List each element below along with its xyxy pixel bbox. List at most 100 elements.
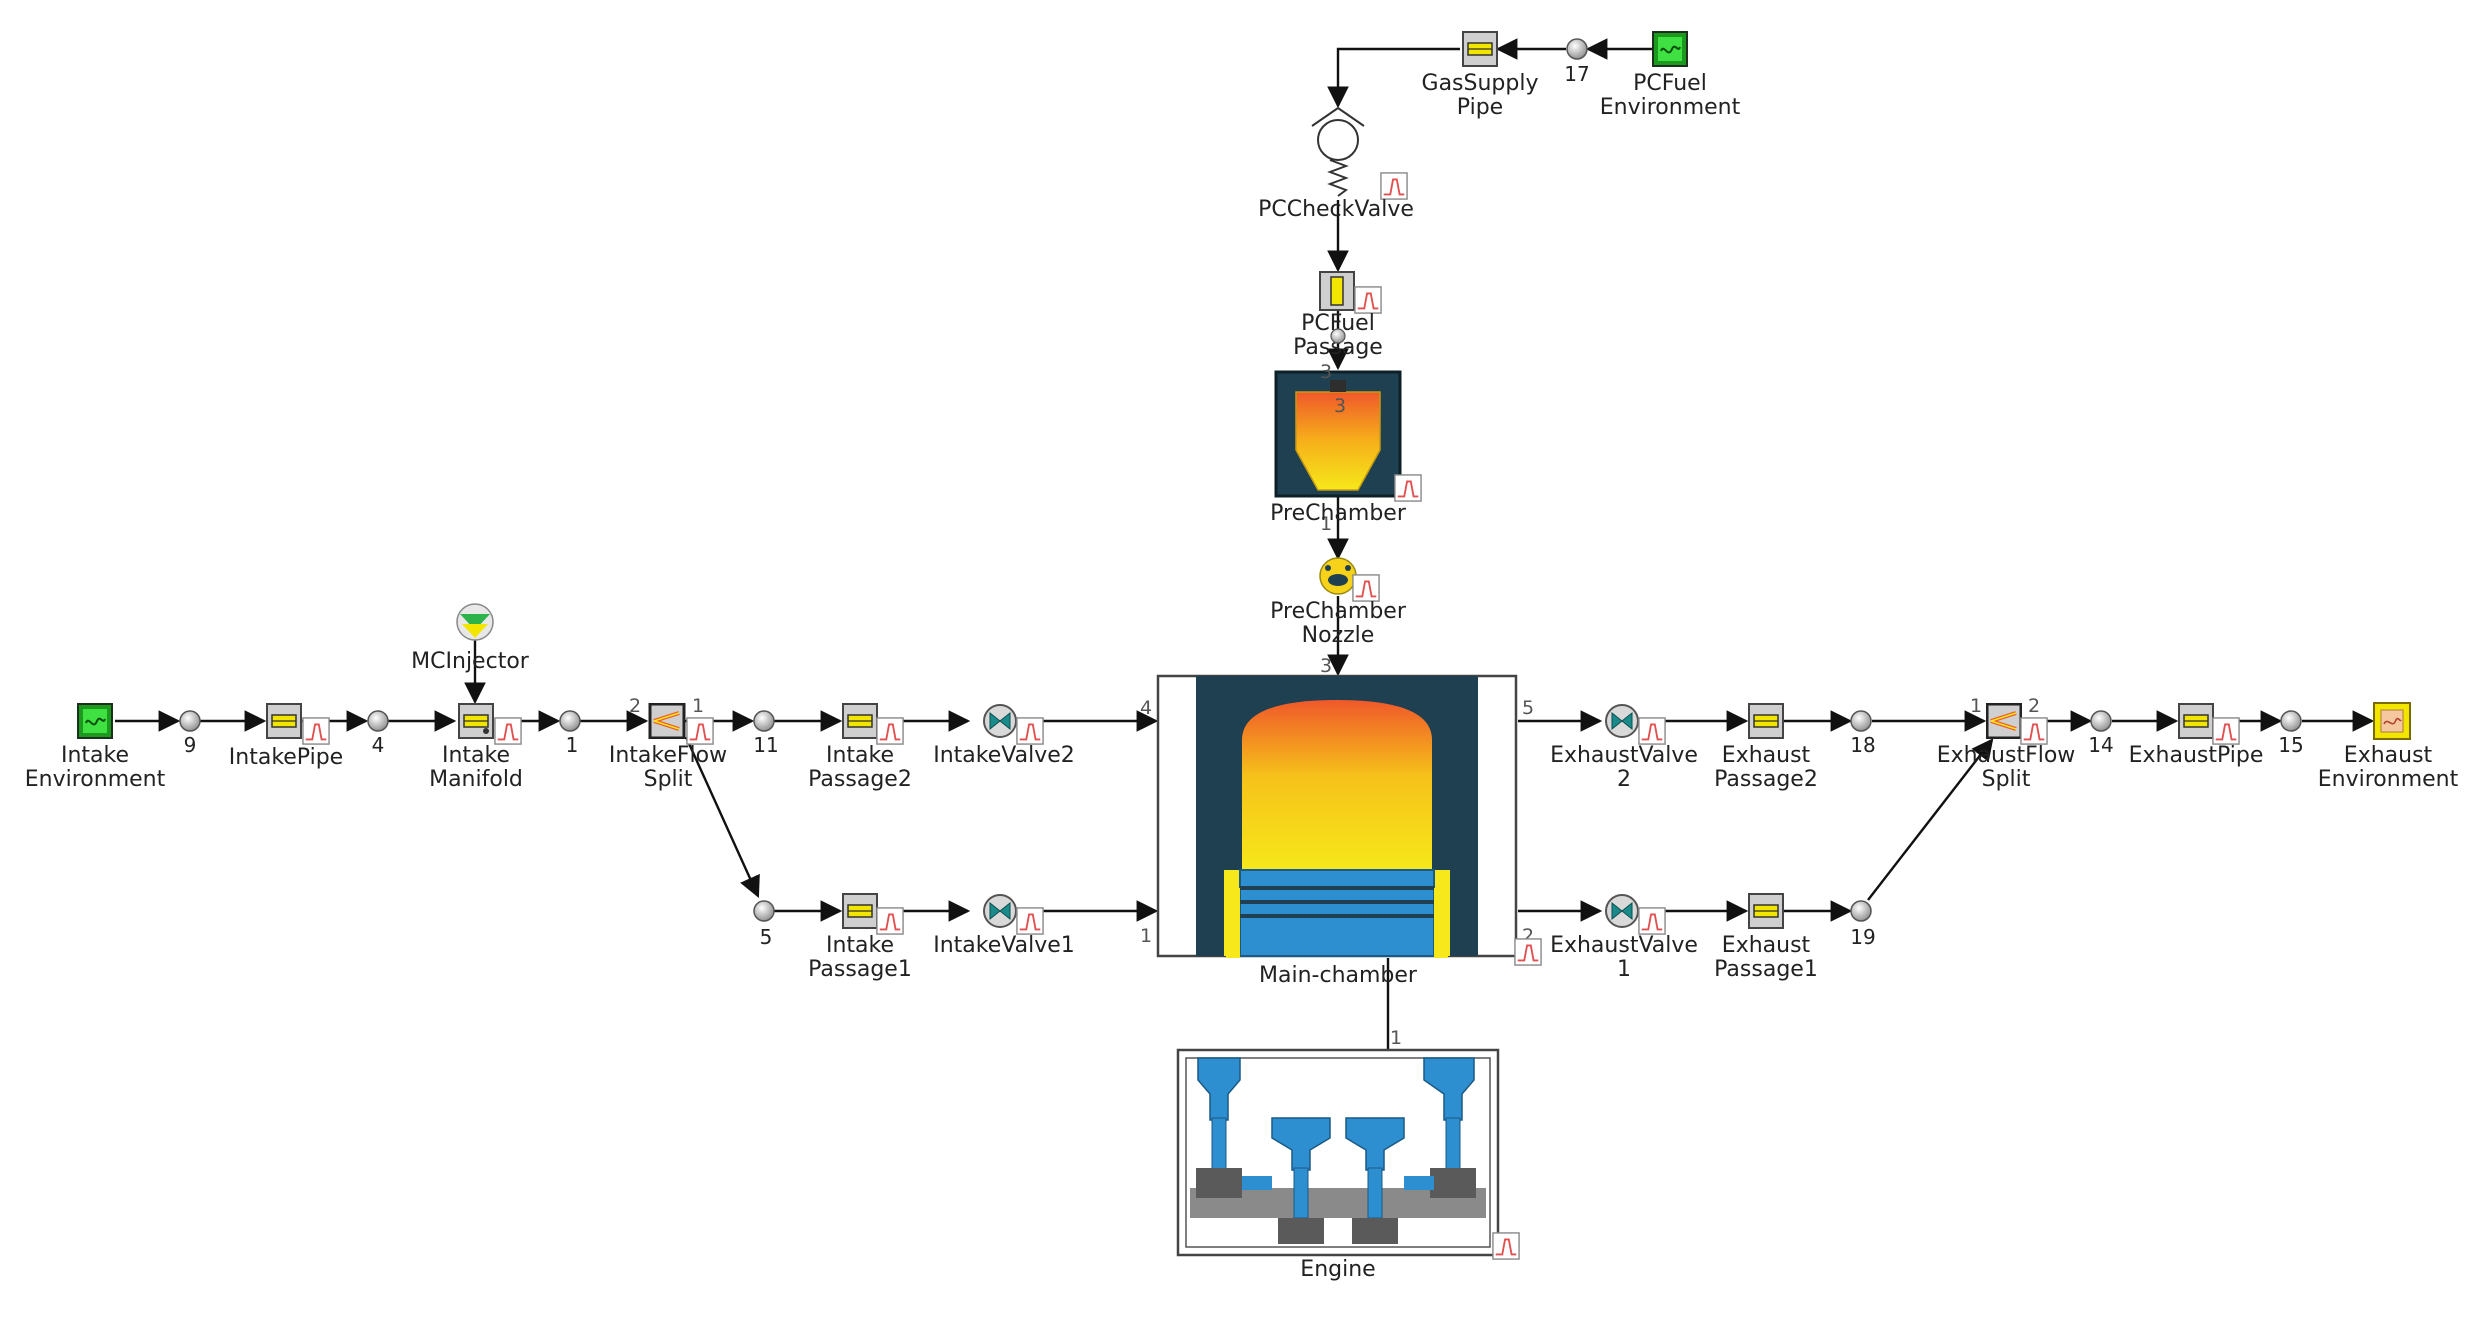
- node-14-label: 14: [2088, 733, 2113, 757]
- mc-injector-label: MCInjector: [411, 649, 530, 674]
- plot-icon[interactable]: [1514, 938, 1542, 966]
- plot-icon[interactable]: [876, 717, 904, 745]
- exhaust-split-port-1: 1: [1970, 695, 1982, 717]
- prechamber-nozzle-label-1: PreChamber: [1270, 599, 1407, 624]
- prechamber-port-inner: 3: [1334, 395, 1346, 417]
- exhaust-valve1-label-2: 1: [1617, 957, 1631, 982]
- plot-icon[interactable]: [1638, 907, 1666, 935]
- node-icon: [1566, 38, 1588, 60]
- node-icon: [753, 900, 775, 922]
- orifice-node-15[interactable]: 15: [2278, 710, 2304, 757]
- orifice-node-4[interactable]: 4: [367, 710, 389, 757]
- node-4-label: 4: [372, 733, 385, 757]
- valve-icon: [983, 894, 1017, 928]
- main-chamber-port-5: 5: [1522, 697, 1534, 719]
- intake-manifold-label-2: Manifold: [429, 767, 523, 792]
- plot-icon[interactable]: [686, 717, 714, 745]
- intake-valve1[interactable]: IntakeValve1: [933, 894, 1075, 958]
- plot-icon[interactable]: [1492, 1232, 1520, 1260]
- intake-valve1-label: IntakeValve1: [933, 933, 1075, 958]
- orifice-node-17[interactable]: 17: [1564, 38, 1590, 86]
- intake-flow-split-label-1: IntakeFlow: [609, 743, 727, 768]
- node-11-label: 11: [753, 733, 778, 757]
- intake-flow-split[interactable]: 2 1 IntakeFlow Split: [609, 695, 727, 792]
- intake-valve2[interactable]: IntakeValve2: [933, 704, 1075, 768]
- plot-icon[interactable]: [876, 907, 904, 935]
- plot-icon[interactable]: [1016, 717, 1044, 745]
- orifice-node-5[interactable]: 5: [753, 900, 775, 949]
- exhaust-environment[interactable]: Exhaust Environment: [2318, 702, 2459, 792]
- plot-icon[interactable]: [1016, 907, 1044, 935]
- plot-icon[interactable]: [1380, 172, 1408, 200]
- node-icon: [1850, 710, 1872, 732]
- node-18-label: 18: [1850, 733, 1875, 757]
- pipe-icon: [1462, 31, 1498, 67]
- gas-supply-pipe[interactable]: GasSupply Pipe: [1422, 31, 1539, 120]
- intake-environment-label-1: Intake: [61, 743, 129, 768]
- pipe-icon: [842, 703, 878, 739]
- plot-icon[interactable]: [302, 717, 330, 745]
- orifice-node-11[interactable]: 11: [753, 710, 779, 757]
- prechamber-nozzle-label-2: Nozzle: [1302, 623, 1375, 648]
- plot-icon[interactable]: [1638, 717, 1666, 745]
- intake-passage2[interactable]: Intake Passage2: [808, 703, 912, 792]
- exhaust-valve1-label-1: ExhaustValve: [1550, 933, 1698, 958]
- intake-environment[interactable]: Intake Environment: [25, 703, 166, 792]
- pipe-icon: [2178, 703, 2214, 739]
- pipe-icon: [1748, 703, 1784, 739]
- engine-icon: [1190, 1057, 1486, 1244]
- exhaust-valve2[interactable]: ExhaustValve 2: [1550, 704, 1698, 792]
- valve-icon: [983, 704, 1017, 738]
- exhaust-flow-split[interactable]: 1 2 ExhaustFlow Split: [1937, 695, 2076, 792]
- intake-manifold[interactable]: Intake Manifold: [429, 703, 523, 792]
- exhaust-passage1-label-1: Exhaust: [1722, 933, 1811, 958]
- intake-passage1[interactable]: Intake Passage1: [808, 893, 912, 982]
- exhaust-passage1-label-2: Passage1: [1714, 957, 1818, 982]
- exhaust-passage2[interactable]: Exhaust Passage2: [1714, 703, 1818, 792]
- exhaust-valve2-label-1: ExhaustValve: [1550, 743, 1698, 768]
- intake-pipe[interactable]: IntakePipe: [229, 703, 343, 770]
- exhaust-environment-label-1: Exhaust: [2344, 743, 2433, 768]
- node-icon: [2090, 710, 2112, 732]
- orifice-node-14[interactable]: 14: [2088, 710, 2114, 757]
- main-chamber-label: Main-chamber: [1259, 963, 1418, 988]
- main-chamber[interactable]: 3 4 1 5 2 Main-chamber 1: [1140, 655, 1542, 1049]
- intake-pipe-label: IntakePipe: [229, 745, 343, 770]
- pc-fuel-passage[interactable]: PCFuel Passage: [1293, 271, 1383, 360]
- node-icon: [1850, 900, 1872, 922]
- intake-manifold-label-1: Intake: [442, 743, 510, 768]
- intake-passage1-label-2: Passage1: [808, 957, 912, 982]
- plot-icon[interactable]: [1352, 574, 1380, 602]
- plot-icon[interactable]: [1354, 286, 1382, 314]
- prechamber-nozzle[interactable]: PreChamber Nozzle: [1270, 557, 1407, 648]
- intake-passage2-label-1: Intake: [826, 743, 894, 768]
- orifice-node-9[interactable]: 9: [179, 710, 201, 757]
- exhaust-pipe-label: ExhaustPipe: [2129, 743, 2264, 768]
- orifice-node-1[interactable]: 1: [559, 710, 581, 757]
- main-chamber-port-4: 4: [1140, 697, 1152, 719]
- node-icon: [367, 710, 389, 732]
- mc-injector[interactable]: MCInjector: [411, 603, 530, 674]
- plot-icon[interactable]: [494, 717, 522, 745]
- pc-check-valve[interactable]: PCCheckValve: [1258, 106, 1414, 222]
- exhaust-valve2-label-2: 2: [1617, 767, 1631, 792]
- gas-supply-pipe-label-2: Pipe: [1457, 95, 1503, 120]
- pc-fuel-environment[interactable]: PCFuel Environment: [1600, 31, 1741, 120]
- pipe-icon: [1748, 893, 1784, 929]
- exhaust-valve1[interactable]: ExhaustValve 1: [1550, 894, 1698, 982]
- pipe-icon: [842, 893, 878, 929]
- orifice-node-19[interactable]: 19: [1850, 900, 1876, 949]
- plot-icon[interactable]: [2212, 717, 2240, 745]
- connection-wires: [115, 38, 2375, 1050]
- engine[interactable]: Engine: [1176, 1048, 1520, 1282]
- prechamber[interactable]: 3 3 1 PreChamber: [1270, 361, 1422, 535]
- plot-icon[interactable]: [2020, 717, 2048, 745]
- plot-icon[interactable]: [1394, 474, 1422, 502]
- pc-check-valve-label: PCCheckValve: [1258, 197, 1414, 222]
- exhaust-split-port-2: 2: [2028, 695, 2040, 717]
- node-9-label: 9: [184, 733, 197, 757]
- exhaust-pipe[interactable]: ExhaustPipe: [2129, 703, 2264, 768]
- exhaust-passage1[interactable]: Exhaust Passage1: [1714, 893, 1818, 982]
- node-19-label: 19: [1850, 925, 1875, 949]
- orifice-node-18[interactable]: 18: [1850, 710, 1876, 757]
